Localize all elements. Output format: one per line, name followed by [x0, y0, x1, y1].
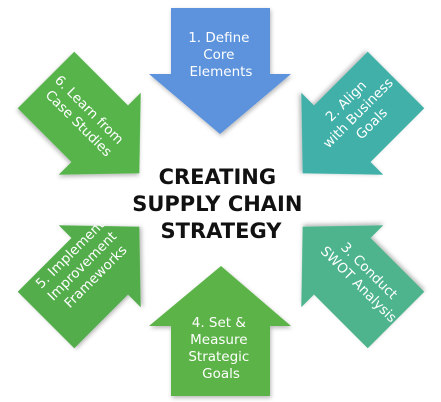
center-title: CREATING SUPPLY CHAIN STRATEGY — [132, 165, 310, 243]
center-title-line-1: CREATING — [159, 165, 277, 189]
step-arrow-1-label: 1. Define Core Elements — [188, 30, 254, 80]
step-1-line-2: Core — [203, 47, 234, 63]
step-arrow-1: 1. Define Core Elements — [149, 8, 291, 134]
step-arrow-2-shape — [301, 51, 425, 175]
step-arrow-3 — [301, 225, 425, 349]
step-4-line-3: Strategic — [188, 349, 249, 365]
step-arrow-4-shape — [149, 266, 291, 396]
step-arrow-5-shape — [17, 225, 141, 349]
step-arrow-1-shape — [149, 8, 291, 134]
step-1-line-1: 1. Define — [188, 30, 249, 46]
step-arrow-6 — [17, 51, 141, 175]
step-4-line-1: 4. Set & — [192, 315, 247, 331]
step-arrow-2 — [301, 51, 425, 175]
step-arrow-5 — [17, 225, 141, 349]
step-arrow-6-shape — [17, 51, 141, 175]
step-arrow-3-shape — [301, 225, 425, 349]
step-arrow-4-label: 4. Set & Measure Strategic Goals — [188, 315, 253, 382]
step-4-line-4: Goals — [202, 366, 240, 382]
step-1-line-3: Elements — [190, 64, 253, 80]
center-title-line-2: SUPPLY CHAIN — [132, 192, 302, 216]
center-title-line-3: STRATEGY — [161, 219, 283, 243]
step-arrow-4: 4. Set & Measure Strategic Goals — [149, 266, 291, 396]
step-4-line-2: Measure — [190, 332, 247, 348]
